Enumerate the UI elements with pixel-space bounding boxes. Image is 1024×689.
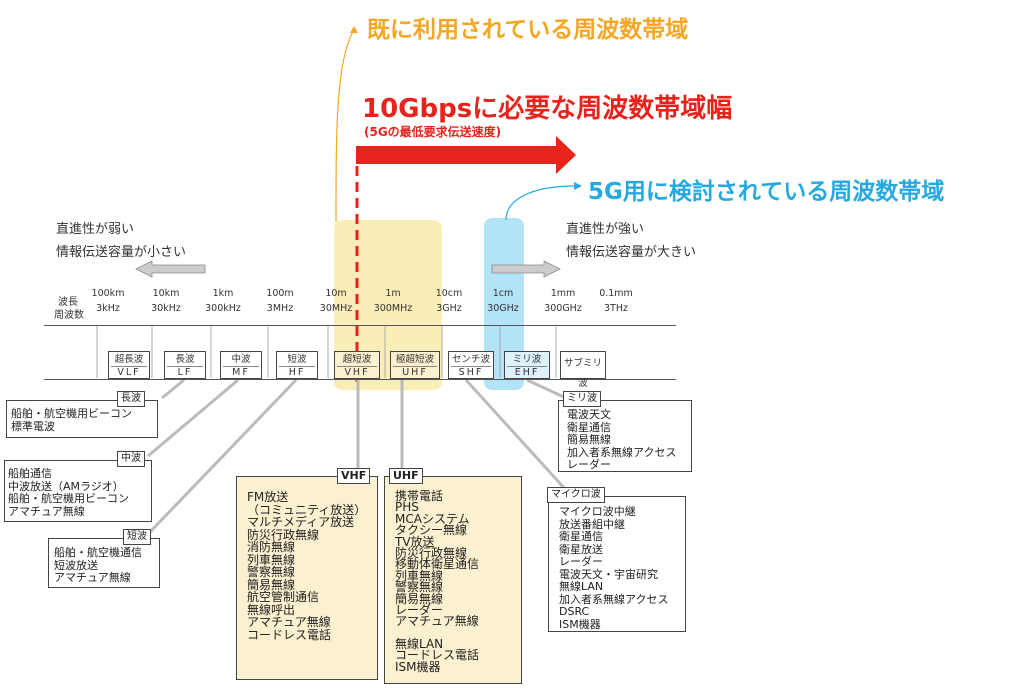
candidate-arrow-head [574,182,582,190]
required-arrow-shaft [356,146,556,164]
band-submm: サブミリ波 [560,351,606,389]
right-gray-arrow [491,260,561,278]
left-note-line1: 直進性が弱い [56,222,135,237]
microwave-box-title: マイクロ波 [547,487,605,503]
vhf-box: VHF FM放送（コミュニティ放送） マルチメディア放送防災行政無線 消防無線列… [236,468,378,680]
required-bandwidth-subnote: (5Gの最低要求伝送速度) [364,125,502,139]
scale-line-bottom [44,379,676,380]
lf-box-list: 船舶・航空機用ビーコン標準電波 [11,407,132,433]
lf-box-title: 長波 [117,391,145,407]
right-note: 直進性が強い 情報伝送容量が大きい [566,218,696,264]
left-note-line2: 情報伝送容量が小さい [56,245,187,260]
mf-box-title: 中波 [117,451,145,467]
mf-box: 中波 船舶通信中波放送（AMラジオ） 船舶・航空機用ビーコンアマチュア無線 [4,451,152,522]
candidate-band-callout: 5G用に検討されている周波数帯域 [588,179,945,205]
candidate-callout-arrow [505,185,577,221]
millimeter-box: ミリ波 電波天文衛星通信 簡易無線加入者系無線アクセス レーダー [558,391,692,472]
lf-box: 長波 船舶・航空機用ビーコン標準電波 [6,391,158,438]
existing-arrow-head [350,26,358,33]
hf-box-list: 船舶・航空機通信短波放送アマチュア無線 [54,546,142,584]
microwave-box: マイクロ波 マイクロ波中継放送番組中継 衛星通信衛星放送 レーダー電波天文・宇宙… [547,487,686,632]
mf-box-list: 船舶通信中波放送（AMラジオ） 船舶・航空機用ビーコンアマチュア無線 [8,467,129,518]
left-note: 直進性が弱い 情報伝送容量が小さい [56,218,186,264]
required-bandwidth-callout: 10Gbpsに必要な周波数帯域幅 [362,94,733,124]
millimeter-box-list: 電波天文衛星通信 簡易無線加入者系無線アクセス レーダー [567,408,677,471]
left-gray-arrow [135,260,206,278]
right-note-line1: 直進性が強い [566,222,645,237]
millimeter-box-title: ミリ波 [563,391,601,407]
wavelength-label: 波長 [58,297,78,308]
frequency-label: 周波数 [54,310,84,321]
uhf-box-title: UHF [389,468,423,484]
hf-box-title: 短波 [123,529,151,545]
right-note-line2: 情報伝送容量が大きい [566,245,697,260]
existing-callout-arrow [335,29,355,223]
required-arrow-head [556,136,576,174]
hf-box: 短波 船舶・航空機通信短波放送アマチュア無線 [48,529,160,588]
existing-band-callout: 既に利用されている周波数帯域 [367,17,689,43]
scale-line-top [44,325,676,326]
vhf-box-list: FM放送（コミュニティ放送） マルチメディア放送防災行政無線 消防無線列車無線 … [247,490,367,642]
microwave-box-list: マイクロ波中継放送番組中継 衛星通信衛星放送 レーダー電波天文・宇宙研究 無線L… [559,505,669,631]
vhf-box-title: VHF [337,468,371,484]
